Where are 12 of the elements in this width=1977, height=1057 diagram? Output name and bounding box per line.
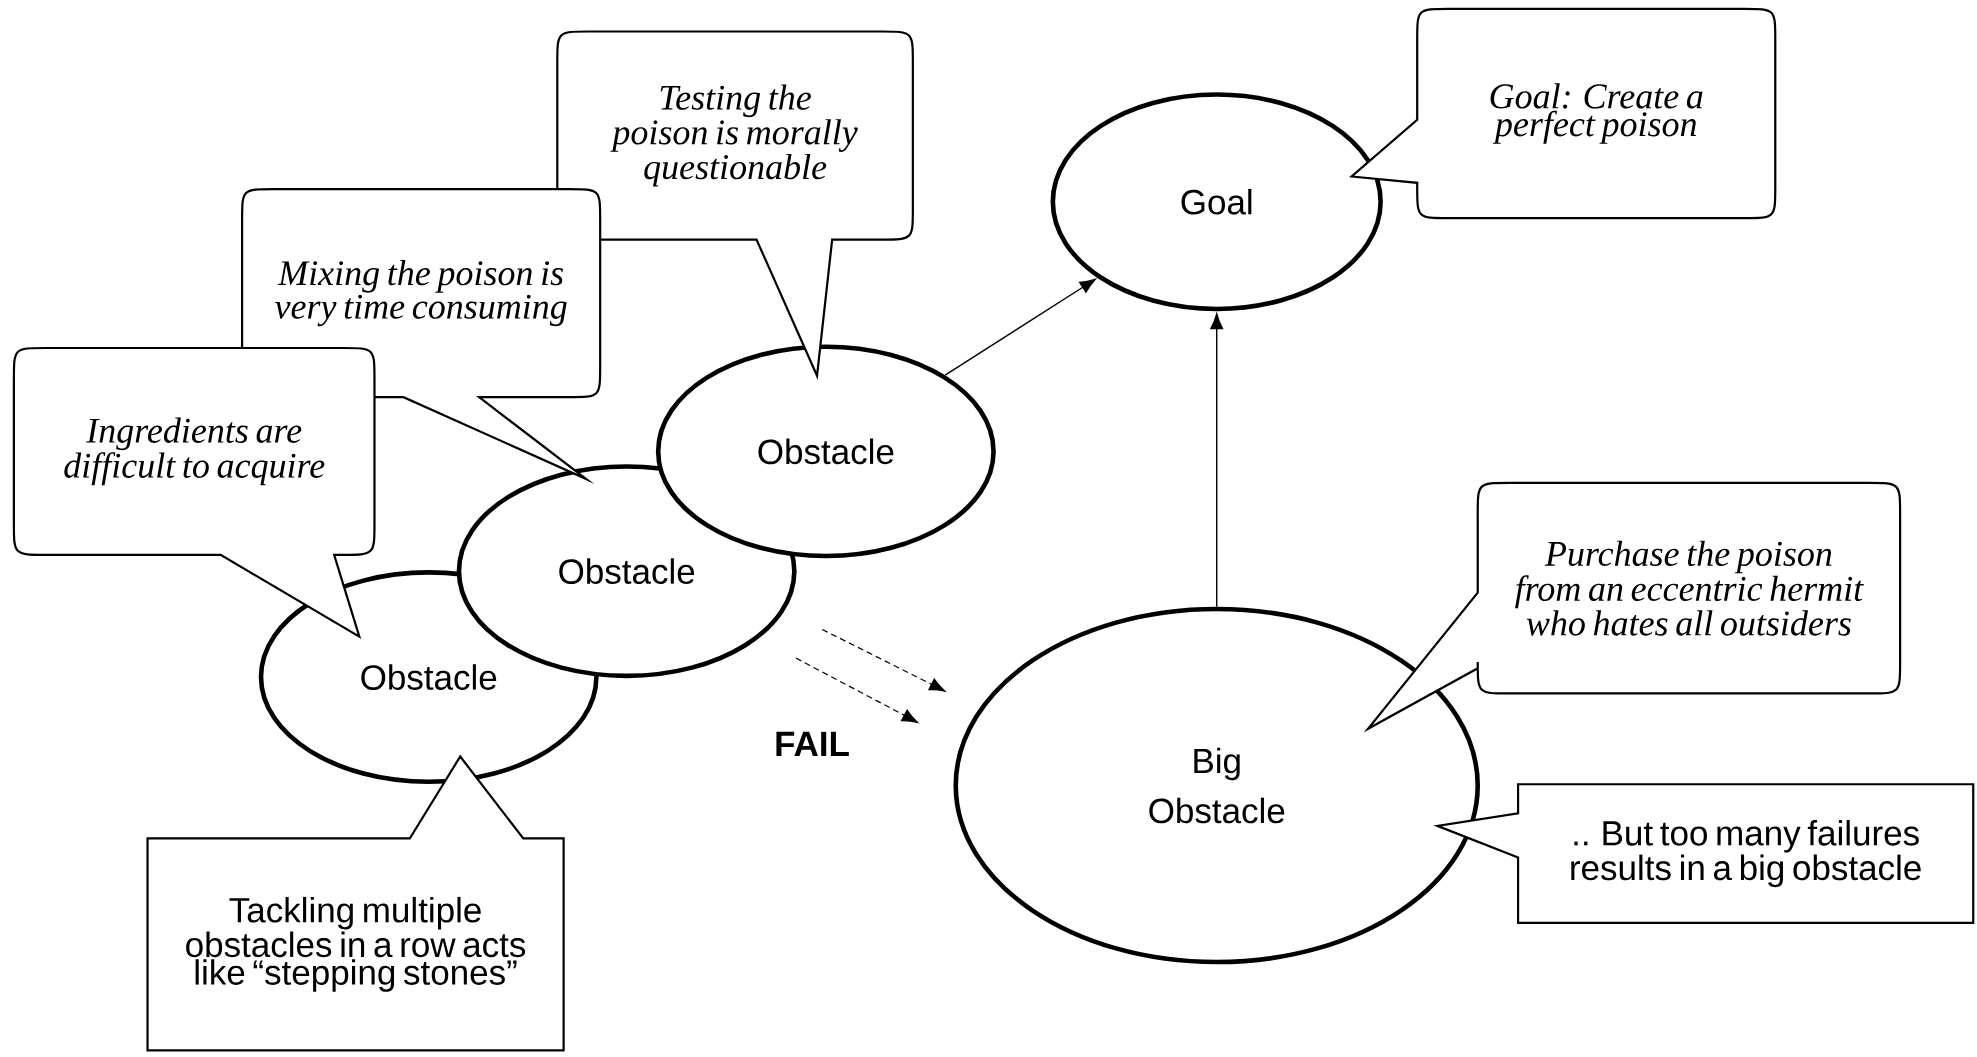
- arrow: [944, 278, 1096, 377]
- node-label: .. But too many failures results in a big obstacle: [1571, 820, 1921, 888]
- arrow: [1210, 313, 1224, 608]
- arrow: [795, 657, 919, 724]
- speech-bubble: .. But too many failures results in a big obstacle: [1433, 783, 1975, 925]
- speech-bubble: Goal: Create a perfect poison: [1350, 7, 1777, 220]
- arrow: [821, 629, 946, 692]
- speech-bubble: Tackling multiple obstacles in a row acts like “stepping stones”: [146, 754, 565, 1052]
- speech-bubble: Ingredients are difficult to acquire: [12, 347, 376, 639]
- fail-label: FAIL: [776, 732, 849, 757]
- node-label: Tackling multiple obstacles in a row acts like “stepping stones”: [186, 897, 526, 993]
- speech-bubble: Purchase the poison from an eccentric hermit who hates all outsiders: [1366, 482, 1902, 731]
